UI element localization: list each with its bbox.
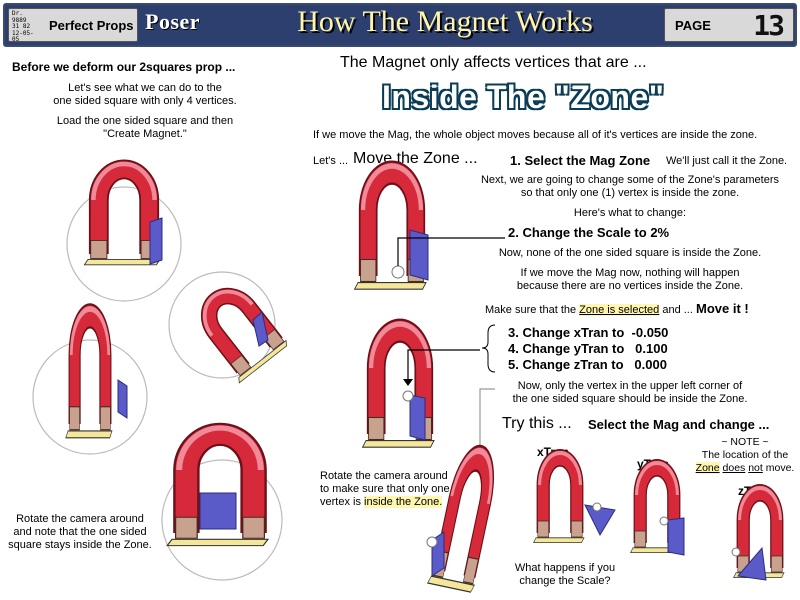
move-zone-heading: Move the Zone ... <box>353 150 478 167</box>
magnet-rotated <box>427 446 502 593</box>
zone-circle-2 <box>168 272 289 383</box>
rotate-line: and note that the one sided <box>13 526 147 538</box>
note-move: move. <box>765 462 795 474</box>
try-this: Try this ... <box>502 415 572 432</box>
next-line: Next, we are going to change some of the… <box>480 174 780 186</box>
xtran-label: xTran <box>537 445 570 459</box>
make-sure-mid: and ... <box>662 304 693 316</box>
step-1: 1. Select the Mag Zone <box>510 153 651 168</box>
make-sure-line: Make sure that the Zone is selected and … <box>485 301 749 316</box>
zone-circle-4 <box>162 428 283 581</box>
rotate2-line: to make sure that only one <box>320 483 450 495</box>
page-label: PAGE <box>675 18 711 33</box>
page-header: Dr. 9889 31 82 12-05-05 Perfect Props Po… <box>0 0 800 50</box>
none-line: Now, none of the one sided square is ins… <box>498 247 762 259</box>
step-4: 4. Change yTran to 0.100 <box>508 341 668 356</box>
step-2: 2. Change the Scale to 2% <box>508 225 670 240</box>
page-number: 13 <box>753 9 785 42</box>
intro-line: Let's see what we can do to the <box>68 82 222 94</box>
rotate-line: square stays inside the Zone. <box>8 539 152 551</box>
intro-line: one sided square with only 4 vertices. <box>53 95 237 107</box>
step-5: 5. Change zTran to 0.000 <box>508 357 667 372</box>
next-line: so that only one (1) vertex is inside th… <box>520 187 740 199</box>
meta-line: 9889 <box>12 16 27 24</box>
rotate2-inside: inside the Zone. <box>364 496 443 508</box>
note-does: does <box>722 462 746 474</box>
rotate-line: Rotate the camera around <box>16 513 144 525</box>
if-line: If we move the Mag now, nothing will hap… <box>520 267 740 279</box>
rotate2-line: vertex is inside the Zone. <box>320 496 443 508</box>
product-box: Dr. 9889 31 82 12-05-05 Perfect Props <box>8 8 138 44</box>
rotate2-line: Rotate the camera around <box>320 470 448 482</box>
make-sure-pre: Make sure that the <box>485 304 577 316</box>
meta-line: 12-05-05 <box>12 29 34 43</box>
heres-line: Here's what to change: <box>573 207 687 219</box>
rotate2-pre: vertex is <box>320 496 361 508</box>
move-note: If we move the Mag, the whole object mov… <box>313 129 758 141</box>
note-zone: Zone <box>695 462 720 474</box>
load-line: "Create Magnet." <box>103 128 187 140</box>
zone-selected: Zone is selected <box>579 304 660 316</box>
magnet-step3 <box>363 324 496 447</box>
zone-circle-1 <box>66 164 182 302</box>
select-change: Select the Mag and change ... <box>588 417 770 432</box>
magnet-ytran <box>631 463 684 555</box>
ztran-label: zTran <box>738 484 770 498</box>
lets-text: Let's ... <box>313 155 349 167</box>
what-line: change the Scale? <box>519 575 611 587</box>
meta-line: Dr. <box>12 10 23 17</box>
ytran-label: yTran <box>637 457 670 471</box>
poser-logo: Poser <box>145 9 201 34</box>
note-not: not <box>748 462 763 474</box>
only-line: Now, only the vertex in the upper left c… <box>517 380 743 392</box>
only-line: the one sided square should be inside th… <box>512 393 748 405</box>
what-line: What happens if you <box>514 562 616 574</box>
page-title: How The Magnet Works <box>297 5 593 38</box>
note-line2: Zone does not move. <box>690 462 800 474</box>
magnet-xtran <box>534 453 616 543</box>
move-it: Move it ! <box>695 301 749 316</box>
note-title: ~ NOTE ~ <box>721 436 769 448</box>
if-line: because there are no vertices inside the… <box>516 280 744 292</box>
zone-circle-3 <box>32 309 148 455</box>
magnet-ztran <box>732 488 784 580</box>
zone-title: Inside The "Zone" <box>382 79 665 115</box>
product-title: Perfect Props <box>49 18 134 33</box>
step-3: 3. Change xTran to -0.050 <box>508 325 669 340</box>
load-line: Load the one sided square and then <box>56 115 234 127</box>
page-indicator: PAGE 13 <box>664 8 794 42</box>
right-heading: The Magnet only affects vertices that ar… <box>340 54 647 71</box>
product-meta: Dr. 9889 31 82 12-05-05 <box>12 10 38 44</box>
note-line: The location of the <box>701 449 789 461</box>
left-heading: Before we deform our 2squares prop ... <box>12 60 236 74</box>
meta-line: 31 82 <box>12 23 31 30</box>
step-1-note: We'll just call it the Zone. <box>666 155 788 167</box>
